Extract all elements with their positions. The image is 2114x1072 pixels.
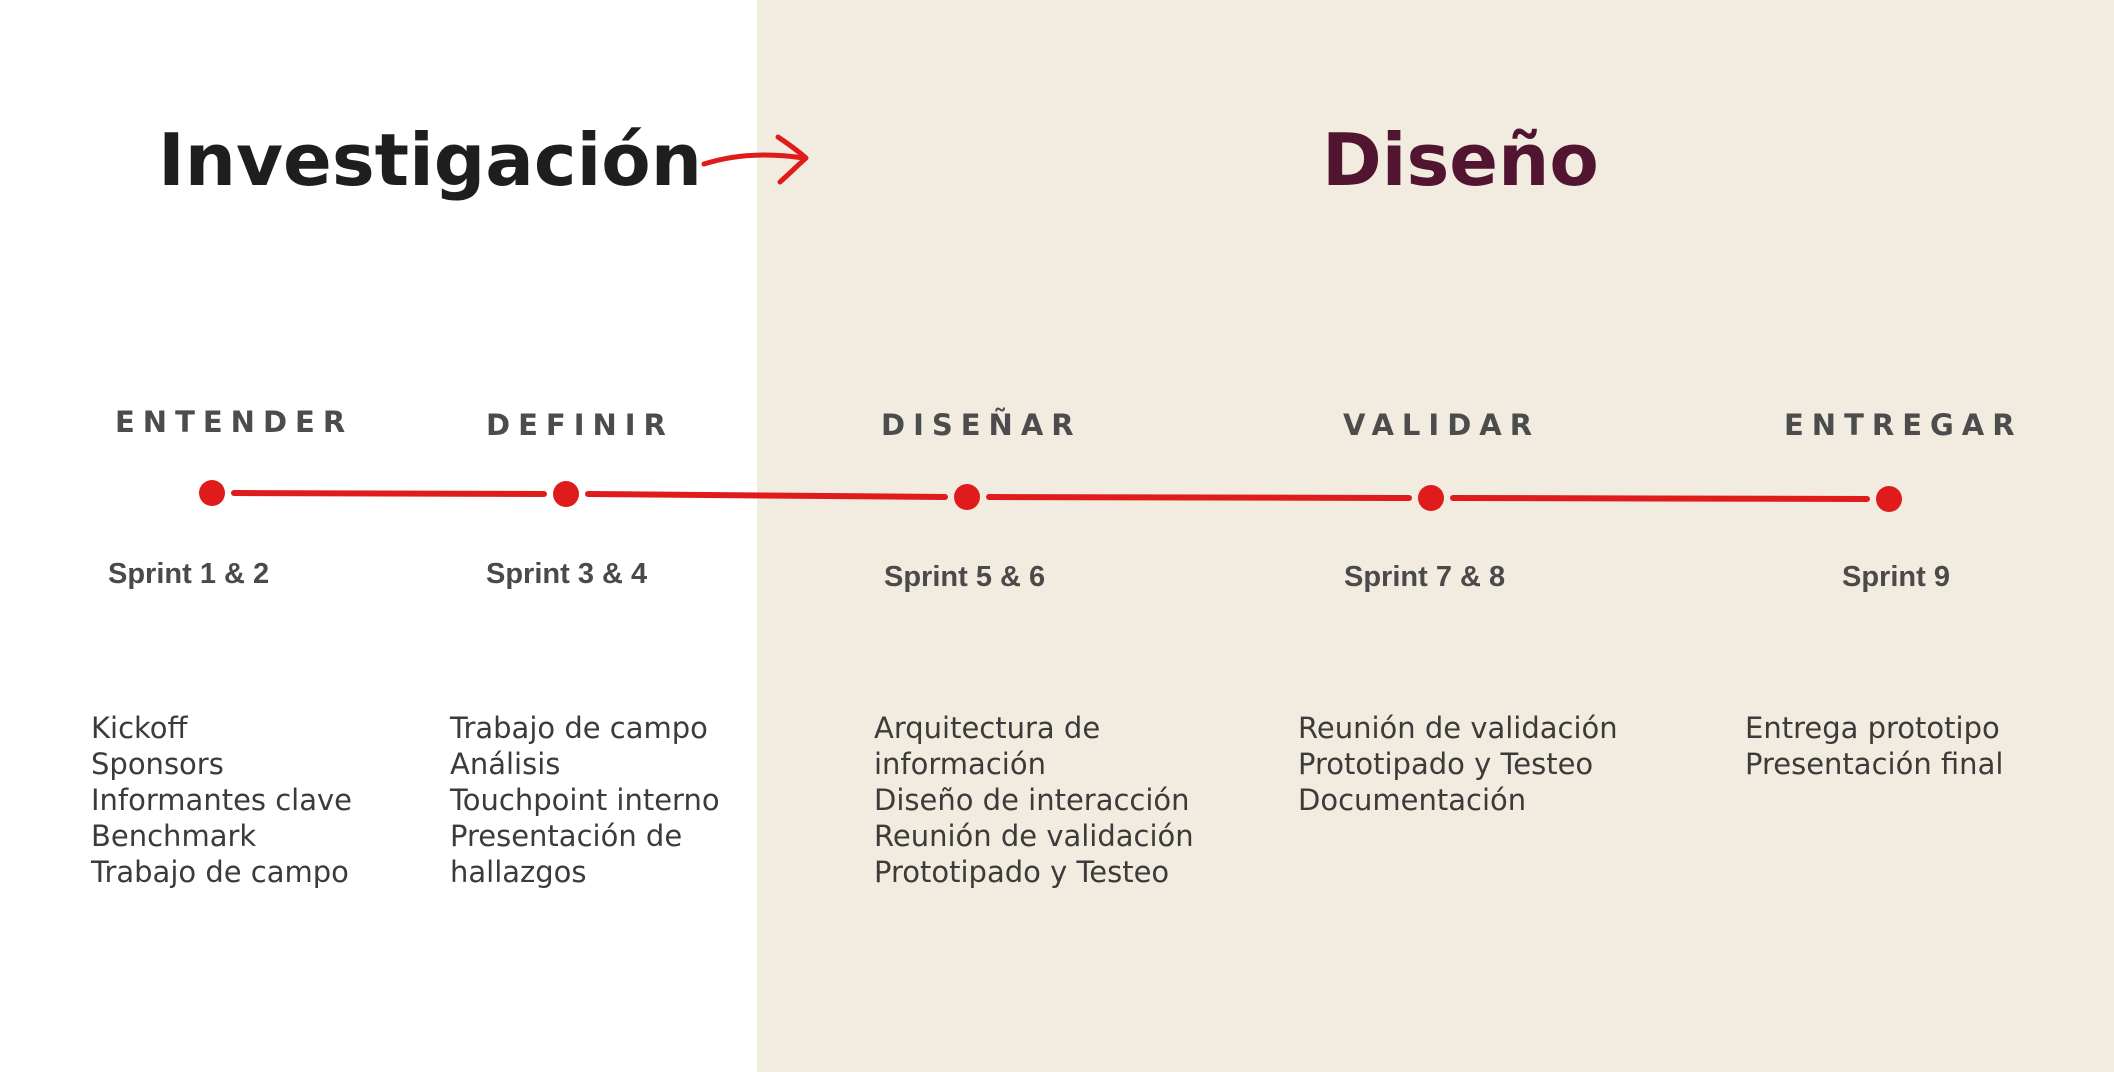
task-item: Presentación final bbox=[1745, 747, 2004, 781]
task-item: hallazgos bbox=[450, 855, 587, 889]
task-list: Arquitectura de información Diseño de in… bbox=[874, 710, 1194, 890]
stage-definir: DEFINIR Sprint 3 & 4 Trabajo de campo An… bbox=[0, 0, 720, 1072]
sprint-label: Sprint 3 & 4 bbox=[486, 558, 648, 590]
stage-validar: VALIDAR Sprint 7 & 8 Reunión de validaci… bbox=[0, 0, 1618, 1072]
task-item: Trabajo de campo bbox=[91, 855, 349, 889]
task-item: Touchpoint interno bbox=[450, 783, 720, 817]
stage-label: DISEÑAR bbox=[881, 408, 1082, 442]
task-item: información bbox=[874, 747, 1046, 781]
milestone-dot bbox=[199, 480, 225, 506]
milestone-dot bbox=[954, 484, 980, 510]
task-list: Kickoff Sponsors Informantes clave Bench… bbox=[91, 710, 352, 890]
sprint-label: Sprint 1 & 2 bbox=[108, 558, 270, 590]
sprint-label: Sprint 5 & 6 bbox=[884, 561, 1046, 593]
research-phase-title: Investigación bbox=[158, 118, 702, 202]
stage-entender: ENTENDER Sprint 1 & 2 Kickoff Sponsors I… bbox=[0, 0, 352, 1072]
timeline-connector bbox=[986, 494, 1412, 501]
timeline-connector bbox=[231, 490, 547, 497]
task-item: Documentación bbox=[1298, 783, 1527, 817]
task-item: Prototipado y Testeo bbox=[874, 855, 1170, 889]
research-background bbox=[0, 0, 757, 1072]
design-phase-title: Diseño bbox=[1322, 118, 1599, 202]
task-list: Reunión de validación Prototipado y Test… bbox=[1298, 710, 1618, 818]
task-item: Reunión de validación bbox=[874, 819, 1194, 853]
task-item: Diseño de interacción bbox=[874, 783, 1190, 817]
stage-label: VALIDAR bbox=[1343, 408, 1541, 442]
task-item: Arquitectura de bbox=[874, 711, 1101, 745]
task-list: Trabajo de campo Análisis Touchpoint int… bbox=[450, 710, 720, 890]
stage-label: ENTREGAR bbox=[1784, 408, 2023, 442]
task-item: Informantes clave bbox=[91, 783, 353, 817]
task-item: Kickoff bbox=[91, 711, 188, 745]
task-item: Entrega prototipo bbox=[1745, 711, 2000, 745]
stage-entregar: ENTREGAR Sprint 9 Entrega prototipo Pres… bbox=[0, 0, 2015, 1072]
timeline-connector bbox=[585, 491, 948, 500]
task-item: Análisis bbox=[450, 747, 561, 781]
task-list: Entrega prototipo Presentación final bbox=[1745, 710, 2003, 782]
task-item: Sponsors bbox=[91, 747, 224, 781]
task-item: Prototipado y Testeo bbox=[1298, 747, 1594, 781]
sprint-label: Sprint 7 & 8 bbox=[1344, 561, 1506, 593]
task-item: Trabajo de campo bbox=[450, 711, 708, 745]
stage-disenar: DISEÑAR Sprint 5 & 6 Arquitectura de inf… bbox=[0, 0, 1194, 1072]
milestone-dot bbox=[1418, 485, 1444, 511]
stage-label: ENTENDER bbox=[115, 405, 354, 439]
milestone-dot bbox=[553, 481, 579, 507]
design-background bbox=[757, 0, 2114, 1072]
stage-label: DEFINIR bbox=[486, 408, 674, 442]
milestone-dot bbox=[1876, 486, 1902, 512]
task-item: Benchmark bbox=[91, 819, 257, 853]
task-item: Reunión de validación bbox=[1298, 711, 1618, 745]
timeline-connector bbox=[1450, 495, 1870, 502]
right-arrow-icon bbox=[701, 134, 809, 185]
task-item: Presentación de bbox=[450, 819, 683, 853]
sprint-label: Sprint 9 bbox=[1842, 561, 1950, 593]
